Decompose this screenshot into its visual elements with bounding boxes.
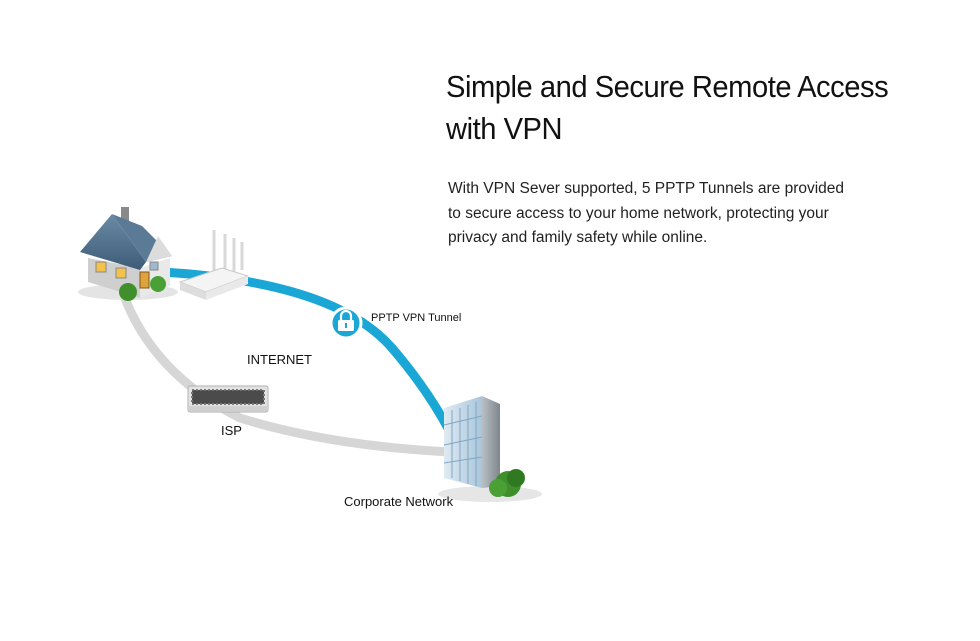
isp-server-icon	[187, 385, 269, 413]
page-title: Simple and Secure Remote Access with VPN	[446, 66, 916, 150]
office-building-icon	[438, 396, 542, 502]
description-line-2: to secure access to your home network, p…	[448, 204, 829, 222]
description-line-1: With VPN Sever supported, 5 PPTP Tunnels…	[448, 180, 845, 197]
lock-icon	[329, 306, 363, 340]
title-line-2: with VPN	[446, 111, 563, 146]
description-line-3: privacy and family safety while online.	[448, 229, 708, 246]
description: With VPN Sever supported, 5 PPTP Tunnels…	[448, 177, 868, 251]
isp-label: ISP	[221, 423, 242, 438]
title-line-1: Simple and Secure Remote Access	[446, 69, 889, 104]
vpn-tunnel-label: PPTP VPN Tunnel	[371, 312, 462, 324]
house-icon	[78, 207, 178, 301]
router-icon	[178, 230, 250, 300]
corporate-network-label: Corporate Network	[344, 494, 454, 509]
internet-path	[117, 285, 457, 457]
internet-label: INTERNET	[247, 352, 312, 367]
